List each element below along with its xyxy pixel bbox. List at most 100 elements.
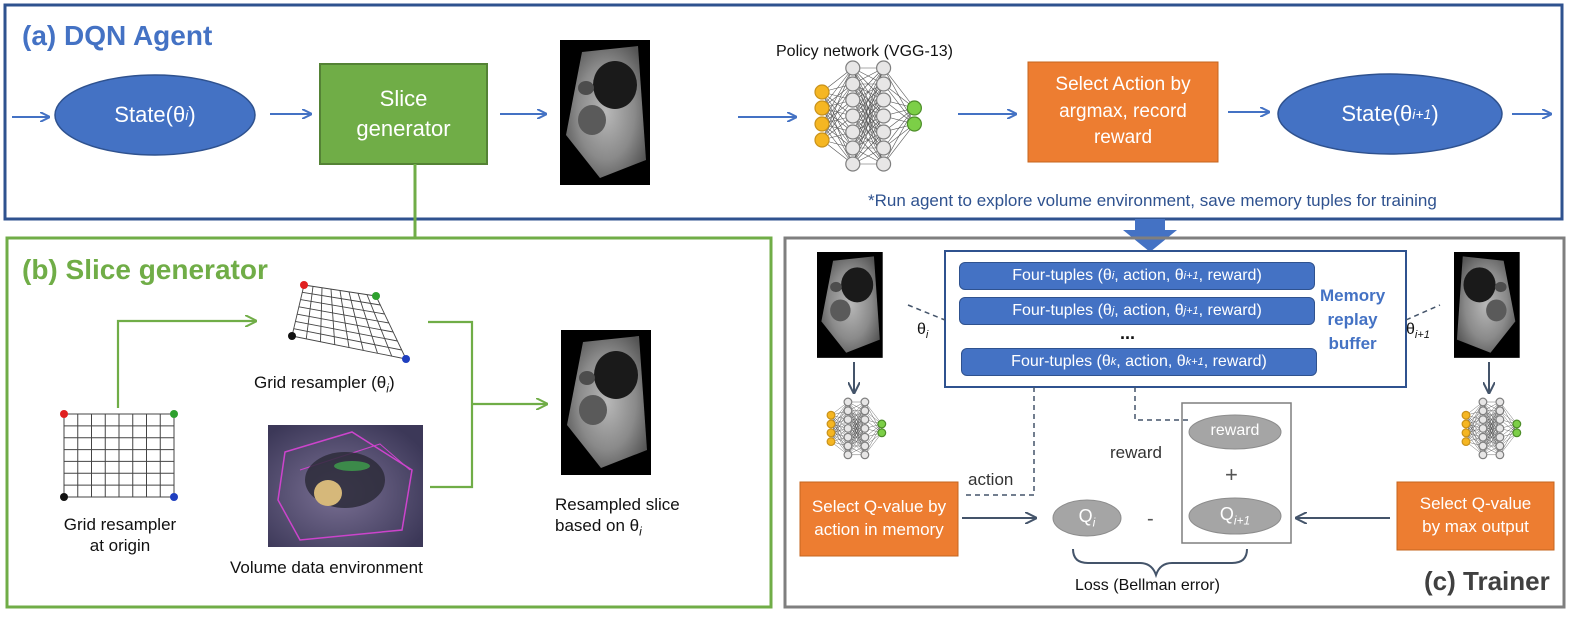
panel-b-title: (b) Slice generator: [22, 254, 268, 285]
tuple-sub-b: j+1: [1183, 305, 1199, 317]
dash-right-image: [1405, 304, 1441, 321]
minus-sign: -: [1147, 508, 1154, 530]
slice-generator-box: [319, 63, 488, 165]
theta-left-sub: i: [925, 329, 929, 342]
network-edge: [821, 67, 854, 125]
network-node: [1461, 428, 1471, 438]
network-node: [875, 92, 892, 108]
state-out-node: [1277, 73, 1503, 155]
resampled-text: Resampled slice based on θ: [555, 495, 680, 536]
resampled-label: Resampled slice based on θi: [555, 494, 680, 540]
loss-brace: [1072, 548, 1248, 579]
slice-image-c-left: [817, 252, 883, 358]
select-action-box: [1027, 61, 1219, 163]
network-node: [1461, 410, 1471, 420]
network-node: [860, 450, 870, 460]
network-edge: [852, 115, 884, 165]
network-edge: [830, 419, 849, 442]
corner-dot-green: [372, 292, 380, 300]
network-node: [875, 76, 892, 92]
policy-network-label: Policy network (VGG-13): [776, 43, 953, 60]
network-node: [826, 419, 836, 429]
corner-dot-red: [60, 410, 68, 418]
panel-a-title: (a) DQN Agent: [22, 20, 213, 51]
slice-image-c-right: [1454, 252, 1520, 358]
network-edge: [1482, 401, 1501, 429]
network-node: [826, 410, 836, 420]
network-node: [814, 100, 830, 116]
network-node: [877, 419, 887, 429]
q-next-text: Q: [1219, 504, 1234, 524]
grid-resampler-theta-label: Grid resampler (θi): [254, 372, 395, 396]
network-node: [1478, 423, 1488, 433]
tuple-mid: , action, θ: [1116, 353, 1186, 370]
tuple-sub-a: j: [1111, 305, 1115, 317]
tuple-sub-b: k+1: [1185, 356, 1204, 368]
network-node: [845, 60, 861, 76]
slice-image-a: [560, 40, 650, 185]
network-node: [845, 140, 861, 156]
theta-left-label: θi: [917, 320, 928, 343]
tuple-prefix: Four-tuples (θ: [1012, 302, 1112, 319]
network-node: [1512, 419, 1522, 429]
select-action-label: Select Action by argmax, record reward: [1055, 74, 1191, 149]
network-node: [1495, 432, 1505, 442]
network-edge: [847, 401, 866, 429]
grid-resampler-theta-text: Grid resampler (θ: [254, 373, 387, 392]
network-node: [1478, 415, 1488, 425]
corner-dot-black: [60, 493, 68, 501]
select-q-max-label: Select Q-value by max output: [1419, 494, 1532, 536]
reward-node-label: reward: [1210, 422, 1260, 439]
tuple-suffix: , reward): [1198, 302, 1262, 319]
memory-buffer-frame: [944, 250, 1407, 388]
network-node: [1495, 397, 1505, 407]
network-edge: [1465, 419, 1484, 442]
q-next-node: [1188, 497, 1282, 535]
network-node: [1495, 415, 1505, 425]
slice-image-b: [561, 330, 651, 475]
network-edge: [852, 67, 884, 117]
plus-sign: +: [1225, 462, 1238, 487]
network-node: [843, 415, 853, 425]
network-node: [814, 132, 830, 148]
network-node: [1495, 441, 1505, 451]
network-edge: [830, 401, 849, 433]
panel-a-note: *Run agent to explore volume environment…: [868, 191, 1437, 210]
q-next-sub: i+1: [1233, 513, 1251, 528]
network-node: [1495, 450, 1505, 460]
tuple-mid: , action, θ: [1114, 267, 1184, 284]
policy-network-small-left-icon: [826, 397, 887, 460]
network-edge: [821, 99, 854, 141]
network-node: [906, 100, 923, 116]
network-node: [860, 432, 870, 442]
network-node: [860, 415, 870, 425]
network-node: [1478, 450, 1488, 460]
select-q-action-box: [799, 481, 959, 557]
target-group-frame: [1181, 402, 1292, 544]
reward-edge-label: reward: [1110, 443, 1162, 462]
memory-buffer-label: Memory replay buffer: [1320, 286, 1386, 353]
network-node: [843, 406, 853, 416]
corner-dot-blue: [170, 493, 178, 501]
tuple-prefix: Four-tuples (θ: [1011, 353, 1111, 370]
state-out-sub: i+1: [1412, 106, 1432, 122]
flow-warp-to-merge: [428, 320, 474, 489]
network-node: [1495, 406, 1505, 416]
network-node: [1478, 432, 1488, 442]
network-node: [1478, 441, 1488, 451]
tuple-suffix: , reward): [1203, 353, 1267, 370]
dash-action: [962, 387, 1035, 496]
q-i-label: Qi: [1053, 505, 1121, 531]
tuple-prefix: Four-tuples (θ: [1012, 267, 1112, 284]
q-i-sub: i: [1092, 515, 1096, 530]
tuple-suffix: , reward): [1198, 267, 1262, 284]
network-node: [843, 450, 853, 460]
network-edge: [864, 432, 882, 455]
network-node: [814, 116, 830, 132]
network-node: [1461, 419, 1471, 429]
